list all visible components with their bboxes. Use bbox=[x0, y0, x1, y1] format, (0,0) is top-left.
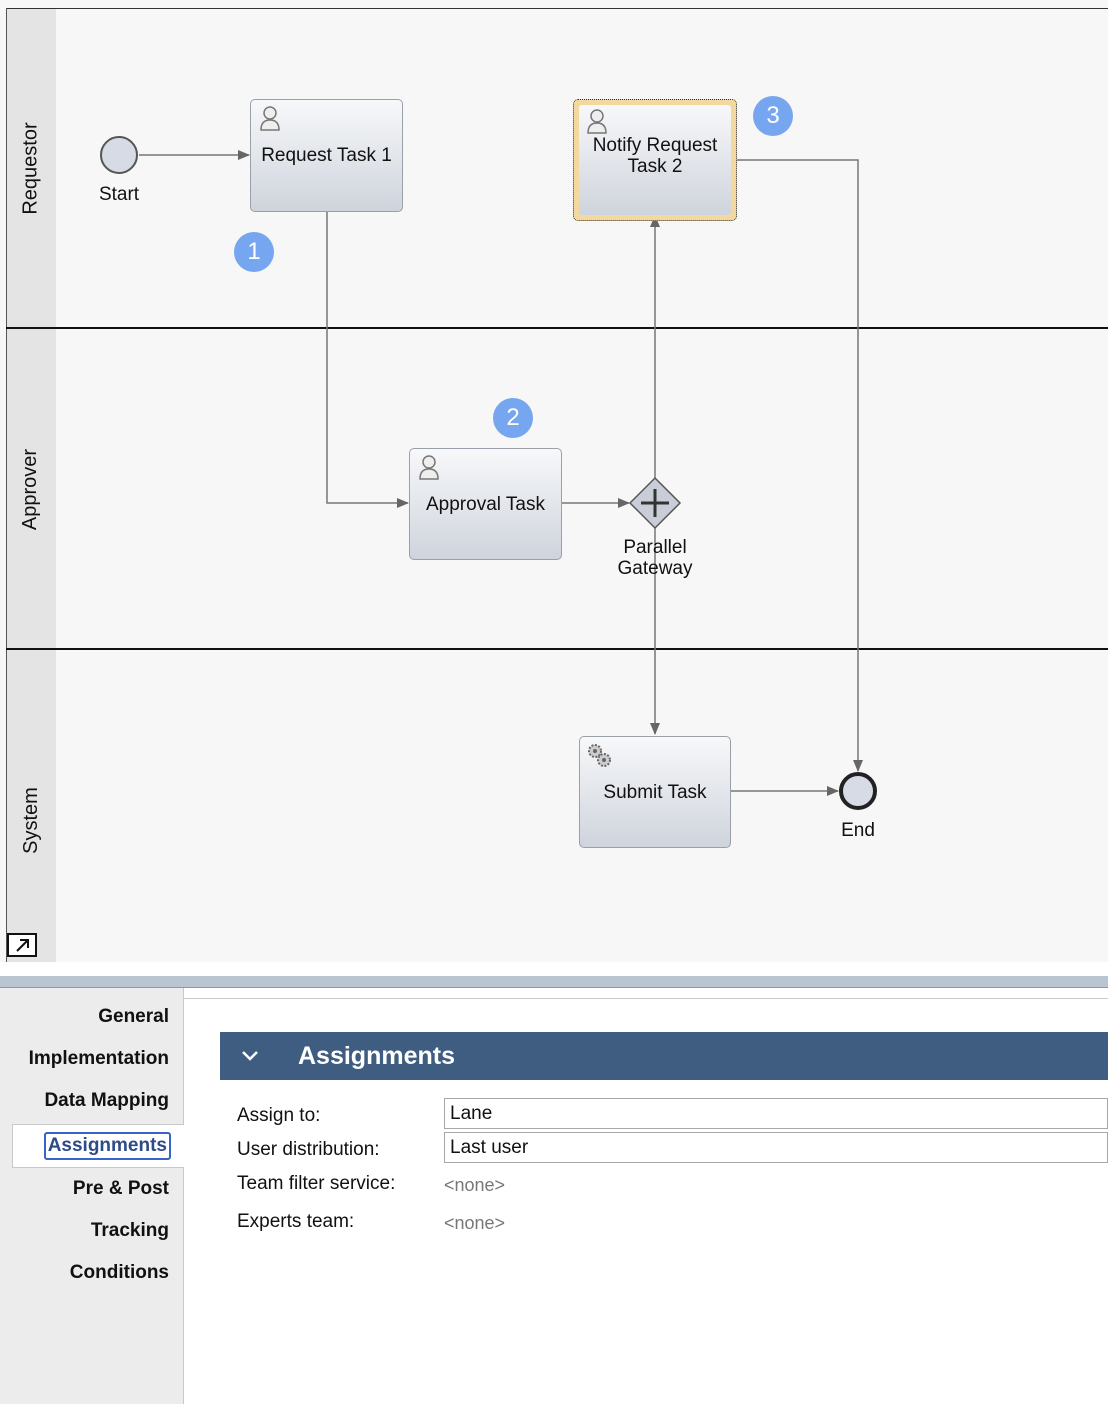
assign-to-label: Assign to: bbox=[237, 1105, 321, 1126]
approval-task-label: Approval Task bbox=[426, 493, 545, 515]
team-filter-value[interactable]: <none> bbox=[444, 1175, 506, 1195]
parallel-gateway bbox=[628, 476, 682, 530]
chevron-down-icon[interactable] bbox=[240, 1046, 260, 1066]
start-event-label: Start bbox=[98, 184, 140, 205]
step-badge-2: 2 bbox=[493, 398, 533, 438]
experts-team-label: Experts team: bbox=[237, 1211, 355, 1232]
tab-implementation[interactable]: Implementation bbox=[28, 1048, 169, 1069]
end-event bbox=[839, 772, 877, 810]
notify-task-label: Notify Request Task 2 bbox=[592, 135, 718, 177]
lane-header-strip bbox=[6, 8, 56, 962]
tab-conditions[interactable]: Conditions bbox=[69, 1262, 169, 1283]
assign-to-select[interactable]: Lane bbox=[444, 1098, 1108, 1129]
selected-tab-background bbox=[12, 1124, 184, 1168]
canvas-top-border bbox=[6, 8, 1108, 9]
tab-pre-post[interactable]: Pre & Post bbox=[72, 1178, 169, 1199]
submit-task[interactable]: Submit Task bbox=[579, 736, 731, 848]
process-diagram-canvas[interactable]: Requestor Approver System St bbox=[0, 0, 1108, 962]
panel-splitter[interactable] bbox=[0, 976, 1108, 988]
experts-team-value[interactable]: <none> bbox=[444, 1213, 506, 1233]
properties-sidebar: General Implementation Data Mapping Assi… bbox=[0, 988, 184, 1404]
user-distribution-label: User distribution: bbox=[237, 1139, 380, 1160]
user-task-icon bbox=[419, 455, 439, 480]
step-badge-3: 3 bbox=[753, 96, 793, 136]
parallel-gateway-label: Parallel Gateway bbox=[617, 537, 693, 579]
flow-notify-to-end bbox=[736, 159, 863, 772]
step-badge-1: 1 bbox=[234, 232, 274, 272]
tab-tracking[interactable]: Tracking bbox=[90, 1220, 169, 1241]
canvas-left-border bbox=[6, 8, 7, 962]
end-event-label: End bbox=[841, 820, 875, 841]
tab-data-mapping[interactable]: Data Mapping bbox=[44, 1090, 169, 1111]
request-task[interactable]: Request Task 1 bbox=[250, 99, 403, 212]
expand-diagram-icon[interactable] bbox=[7, 933, 37, 957]
gears-icon bbox=[588, 744, 611, 767]
content-top-border bbox=[183, 998, 1108, 999]
approval-task[interactable]: Approval Task bbox=[409, 448, 562, 560]
flow-request-to-approval bbox=[326, 212, 409, 508]
user-distribution-select[interactable]: Last user bbox=[444, 1132, 1108, 1163]
assignments-section-header[interactable]: Assignments bbox=[220, 1032, 1108, 1080]
start-event bbox=[100, 136, 138, 174]
properties-panel: General Implementation Data Mapping Assi… bbox=[0, 988, 1108, 1404]
notify-task-body: Notify Request Task 2 bbox=[579, 105, 731, 215]
section-title: Assignments bbox=[298, 1042, 455, 1070]
tab-general[interactable]: General bbox=[98, 1006, 169, 1027]
team-filter-label: Team filter service: bbox=[237, 1173, 396, 1194]
user-task-icon bbox=[587, 109, 607, 134]
notify-task[interactable]: Notify Request Task 2 bbox=[573, 99, 737, 221]
tab-assignments[interactable]: Assignments bbox=[43, 1132, 171, 1160]
sequence-flows bbox=[100, 136, 877, 810]
lane-separator bbox=[6, 327, 1108, 329]
user-task-icon bbox=[260, 106, 280, 131]
request-task-label: Request Task 1 bbox=[261, 145, 392, 166]
lane-separator bbox=[6, 648, 1108, 650]
submit-task-label: Submit Task bbox=[603, 781, 707, 803]
